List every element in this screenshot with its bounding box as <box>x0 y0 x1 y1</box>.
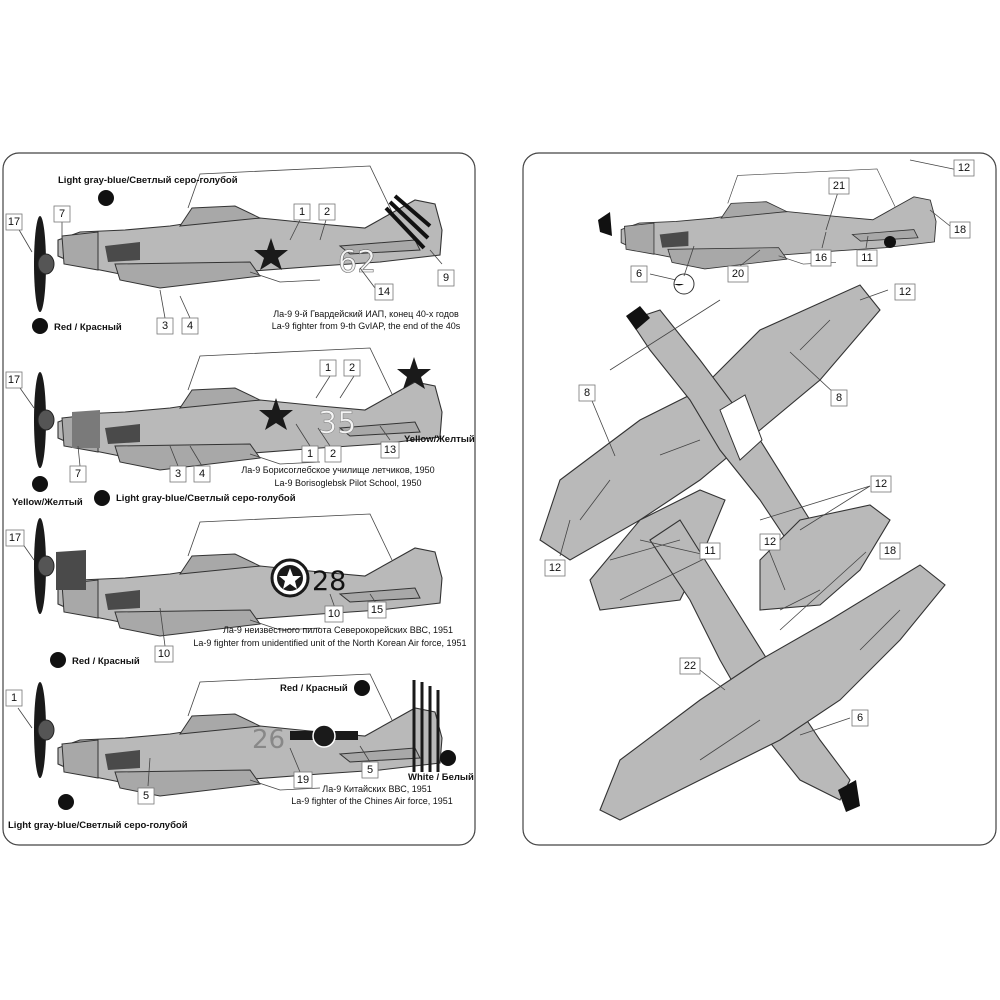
caption-ru: Ла-9 Китайских ВВС, 1951 <box>322 784 431 794</box>
color-label: Red / Красный <box>54 322 122 333</box>
star-insignia-icon <box>259 398 293 430</box>
callout-label: 9 <box>443 272 449 284</box>
callout-label: 19 <box>297 774 309 786</box>
caption-ru: Ла-9 9-й Гвардейский ИАП, конец 40-х год… <box>273 309 459 319</box>
caption-en: La-9 fighter from 9-th GvIAP, the end of… <box>272 321 461 331</box>
callout-label: 17 <box>9 532 21 544</box>
color-label: Light gray-blue/Светлый серо-голубой <box>8 820 188 831</box>
callout-label: 22 <box>684 660 696 672</box>
color-label: White / Белый <box>408 772 474 783</box>
callout-label: 10 <box>158 648 170 660</box>
color-swatch-icon <box>354 680 370 696</box>
caption-en: La-9 Borisoglebsk Pilot School, 1950 <box>274 478 421 488</box>
callout-label: 21 <box>833 180 845 192</box>
callout-label: 18 <box>884 545 896 557</box>
color-swatch-icon <box>32 318 48 334</box>
callout-label: 18 <box>954 224 966 236</box>
callout-label: 3 <box>175 468 181 480</box>
callout-label: 1 <box>325 362 331 374</box>
callout-label: 17 <box>8 374 20 386</box>
callout-label: 15 <box>371 604 383 616</box>
callout-label: 1 <box>299 206 305 218</box>
caption-ru: Ла-9 неизвестного пилота Северокорейских… <box>223 625 453 635</box>
callout-label: 12 <box>958 162 970 174</box>
star-insignia-icon <box>254 238 288 270</box>
callout-label: 3 <box>162 320 168 332</box>
callout-label: 8 <box>584 387 590 399</box>
color-swatch-icon <box>58 794 74 810</box>
star-insignia-icon <box>397 357 431 389</box>
callout-label: 6 <box>636 268 642 280</box>
callout-label: 2 <box>324 206 330 218</box>
callout-label: 11 <box>704 545 715 557</box>
profile-3: 28 <box>19 513 443 647</box>
callout-label: 4 <box>187 320 193 332</box>
callout-label: 20 <box>732 268 744 280</box>
caption-en: La-9 fighter of the Chines Air force, 19… <box>291 796 453 806</box>
callout-label: 6 <box>857 712 863 724</box>
callout-label: 12 <box>764 536 776 548</box>
callout-label: 16 <box>815 252 827 264</box>
profile-2: 35 <box>19 347 443 471</box>
callout-label: 11 <box>861 252 872 264</box>
color-label: Red / Красный <box>280 683 348 694</box>
star-insignia-icon <box>312 724 336 748</box>
color-swatches <box>32 190 456 810</box>
callout-label: 4 <box>199 468 205 480</box>
callout-label: 12 <box>549 562 561 574</box>
callout-label: 17 <box>8 216 20 228</box>
callout-label: 10 <box>328 608 340 620</box>
color-swatch-icon <box>98 190 114 206</box>
top-view-plan <box>539 284 891 611</box>
callout-label: 5 <box>143 790 149 802</box>
callout-label: 1 <box>11 692 17 704</box>
callout-label: 2 <box>330 448 336 460</box>
tail-number: 28 <box>312 566 346 597</box>
callout-label: 14 <box>378 286 390 298</box>
callout-label: 12 <box>899 286 911 298</box>
color-label: Light gray-blue/Светлый серо-голубой <box>116 493 296 504</box>
color-swatch-icon <box>32 476 48 492</box>
callout-label: 7 <box>59 208 65 220</box>
callouts-left: 17 7 1 2 9 14 3 4 17 1 2 7 3 4 1 2 13 17… <box>5 203 455 805</box>
callout-label: 1 <box>307 448 313 460</box>
callout-label: 5 <box>367 764 373 776</box>
star-insignia-icon <box>279 568 301 589</box>
profile-1: 62 <box>17 165 443 319</box>
callouts-right: 12 21 18 6 20 16 11 12 8 8 12 12 12 11 1… <box>544 159 975 727</box>
side-view-profile <box>598 168 937 295</box>
callout-label: 12 <box>875 478 887 490</box>
callout-label: 13 <box>384 444 396 456</box>
color-label: Light gray-blue/Светлый серо-голубой <box>58 175 238 186</box>
left-sheet-panel <box>2 152 476 846</box>
color-swatch-icon <box>50 652 66 668</box>
color-label: Yellow/Желтый <box>12 497 83 508</box>
color-swatch-icon <box>440 750 456 766</box>
tail-number: 62 <box>338 245 376 280</box>
tail-number: 35 <box>318 406 356 441</box>
callout-label: 8 <box>836 392 842 404</box>
callout-label: 2 <box>349 362 355 374</box>
tail-number: 26 <box>252 725 285 755</box>
callout-label: 7 <box>75 468 81 480</box>
caption-ru: Ла-9 Борисоглебское училище летчиков, 19… <box>241 465 434 475</box>
profile-4: 26 <box>17 673 443 797</box>
color-label: Red / Красный <box>72 656 140 667</box>
bottom-view-plan <box>589 489 946 821</box>
color-swatch-icon <box>94 490 110 506</box>
caption-en: La-9 fighter from unidentified unit of t… <box>193 638 466 648</box>
color-label: Yellow/Желтый <box>404 434 475 445</box>
